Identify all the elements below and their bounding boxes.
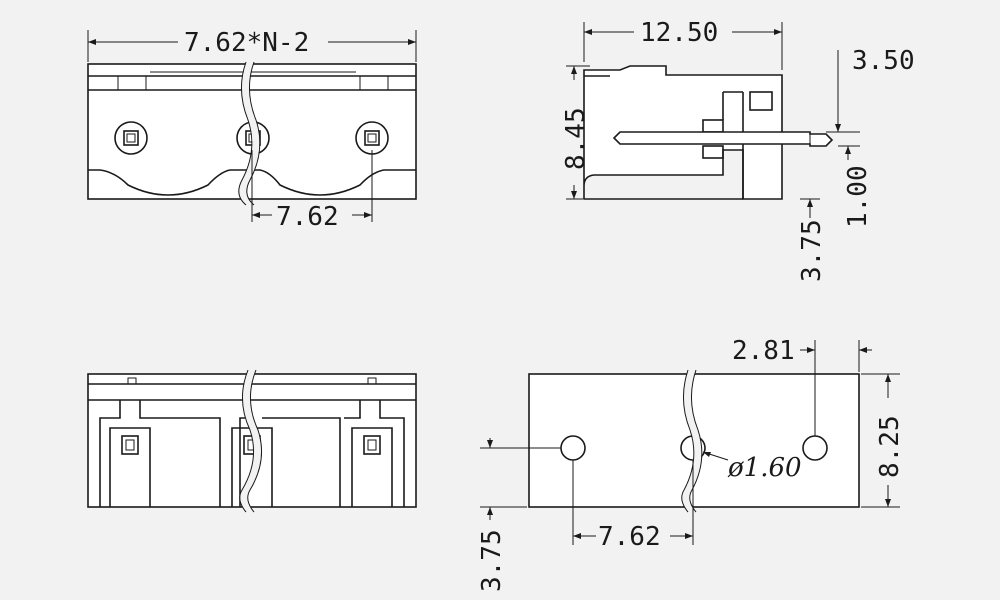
pin-offset-label: 3.50 xyxy=(852,46,915,76)
footprint-pitch-label: 7.62 xyxy=(598,522,661,552)
footprint-view: 2.81 8.25 ø1.60 7.62 3.75 xyxy=(477,336,905,592)
hole-diameter-label: ø1.60 xyxy=(727,453,802,483)
pin-height-label: 3.75 xyxy=(797,219,827,282)
depth-label: 12.50 xyxy=(640,18,718,48)
overall-width-label: 7.62*N-2 xyxy=(184,28,309,58)
terminal-screw xyxy=(114,121,148,155)
hole-offset-label: 3.75 xyxy=(477,529,507,592)
bottom-view xyxy=(87,368,417,515)
pin-thickness-label: 1.00 xyxy=(843,165,873,228)
side-view: 12.50 8.45 3.50 1.00 3.75 xyxy=(561,18,915,282)
pitch-label: 7.62 xyxy=(276,202,339,232)
height-label: 8.45 xyxy=(561,107,591,170)
front-view: 7.62*N-2 7.62 xyxy=(87,28,417,232)
footprint-height-label: 8.25 xyxy=(875,415,905,478)
edge-offset-label: 2.81 xyxy=(732,336,795,366)
